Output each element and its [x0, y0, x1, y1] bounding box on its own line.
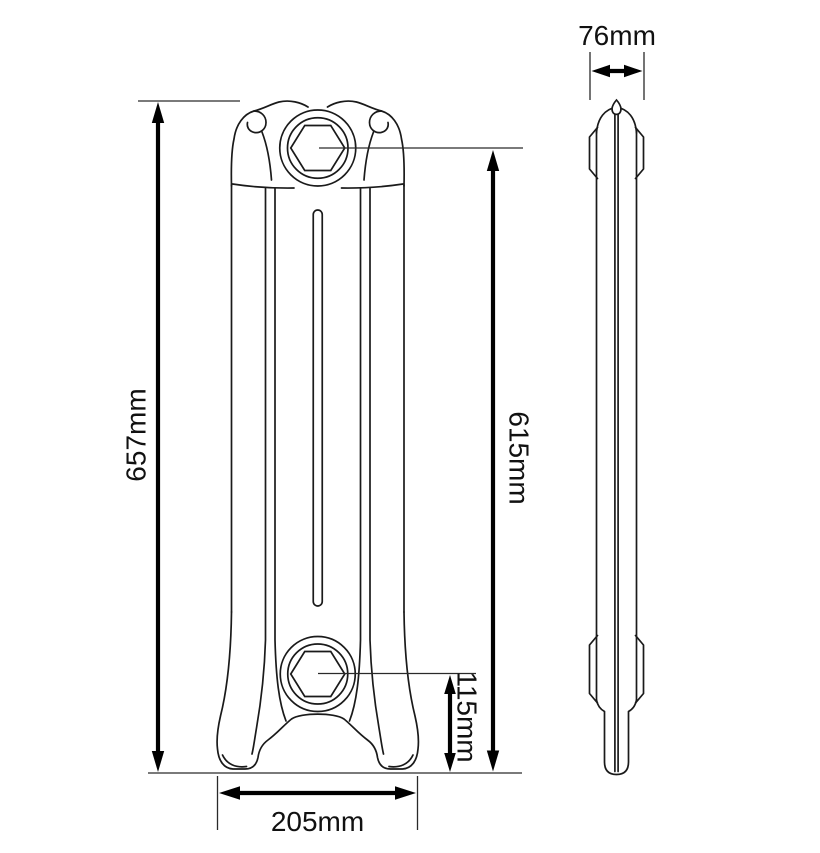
side-finial-knob	[611, 98, 622, 116]
side-wall-lug-bottom-left	[588, 634, 599, 704]
front-column-inner-line	[348, 187, 362, 722]
arrowhead-up-icon	[151, 102, 165, 123]
dimension-label-overall-height: 657mm	[121, 388, 152, 481]
arrowhead-left-icon	[219, 786, 240, 800]
front-foot-pad-right	[388, 754, 414, 768]
front-column-inner-line	[274, 187, 287, 722]
dimension-depth: 76mm	[578, 20, 656, 100]
dimension-base-width: 205mm	[216, 776, 419, 837]
arrowhead-down-icon	[444, 753, 456, 772]
arrowhead-up-icon	[444, 675, 456, 694]
arrowhead-down-icon	[486, 750, 500, 772]
arrowhead-up-icon	[486, 150, 500, 171]
front-legs-outline	[216, 611, 420, 770]
arrowhead-right-icon	[395, 786, 416, 800]
side-wall-lug-bottom-right	[634, 634, 645, 704]
front-center-slot	[312, 209, 324, 607]
side-view	[588, 98, 645, 776]
dimension-tapping-centre-to-floor: 615mm	[319, 147, 535, 772]
arrowhead-down-icon	[151, 751, 165, 772]
front-column-inner-line	[369, 187, 385, 755]
front-scroll-neck-left	[261, 131, 273, 181]
dimension-bottom-tapping-to-floor: 115mm	[318, 671, 483, 772]
front-scroll-volute-left	[246, 110, 267, 134]
dimension-label-tapping-centre: 615mm	[504, 411, 535, 504]
dimension-overall-height: 657mm	[121, 100, 240, 772]
front-view	[216, 100, 420, 770]
front-scroll-base-left	[231, 183, 295, 189]
dimension-label-base-width: 205mm	[271, 806, 364, 837]
front-scroll-volute-right	[368, 110, 390, 134]
side-foot	[595, 699, 638, 776]
side-wall-lug-top-left	[588, 126, 599, 180]
front-scroll-base-right	[340, 183, 404, 189]
front-scroll-neck-right	[363, 131, 375, 181]
dimension-label-bottom-tapping: 115mm	[452, 671, 483, 762]
front-foot-pad-left	[221, 754, 248, 768]
side-wall-lug-top-right	[634, 126, 645, 180]
front-column-inner-line	[251, 187, 267, 755]
arrowhead-left-icon	[591, 64, 610, 78]
arrowhead-right-icon	[624, 64, 643, 78]
dimension-label-depth: 76mm	[578, 20, 656, 51]
